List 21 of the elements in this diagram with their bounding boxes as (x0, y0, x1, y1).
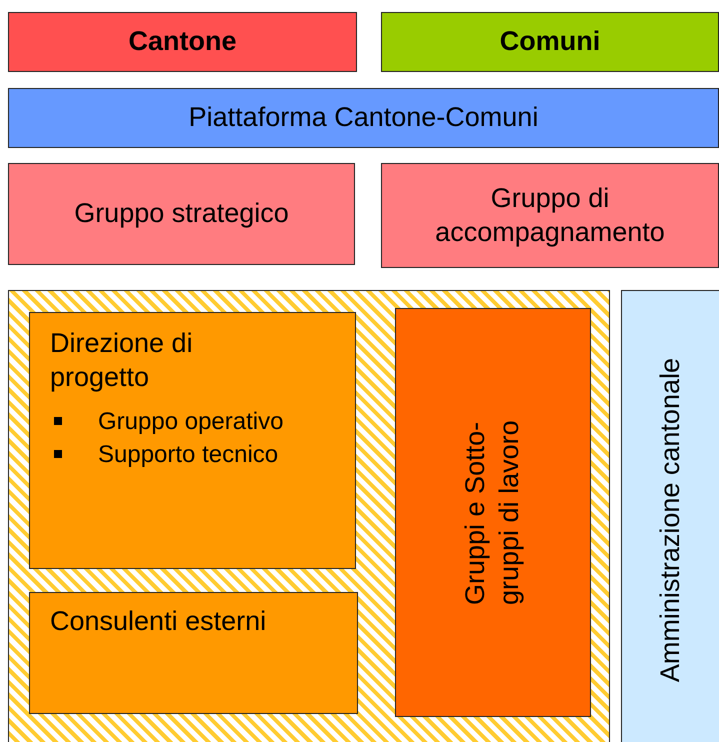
box-label: Cantone (128, 25, 236, 58)
box-label: Consulenti esterni (50, 605, 266, 638)
bullet-item: Gruppo operativo (50, 404, 335, 438)
org-box (8, 88, 719, 148)
org-box (8, 12, 357, 72)
org-box (29, 592, 358, 714)
org-box (395, 308, 591, 717)
hatched-area (8, 290, 610, 742)
box-label: Gruppi e Sotto-gruppi di lavoro (459, 419, 525, 607)
org-box (381, 12, 719, 72)
box-label: Gruppo di accompagnamento (434, 182, 666, 249)
org-box (8, 163, 355, 265)
bullet-item: Supporto tecnico (50, 438, 335, 472)
box-label: Direzione di progetto (50, 327, 194, 394)
box-label: Gruppo strategico (74, 197, 289, 230)
box-label: Comuni (500, 25, 600, 58)
org-box (29, 312, 356, 569)
org-box (621, 290, 719, 742)
box-label: Piattaforma Cantone-Comuni (188, 101, 538, 134)
org-box (381, 163, 719, 268)
box-label: Amministrazione cantonale (654, 358, 686, 682)
